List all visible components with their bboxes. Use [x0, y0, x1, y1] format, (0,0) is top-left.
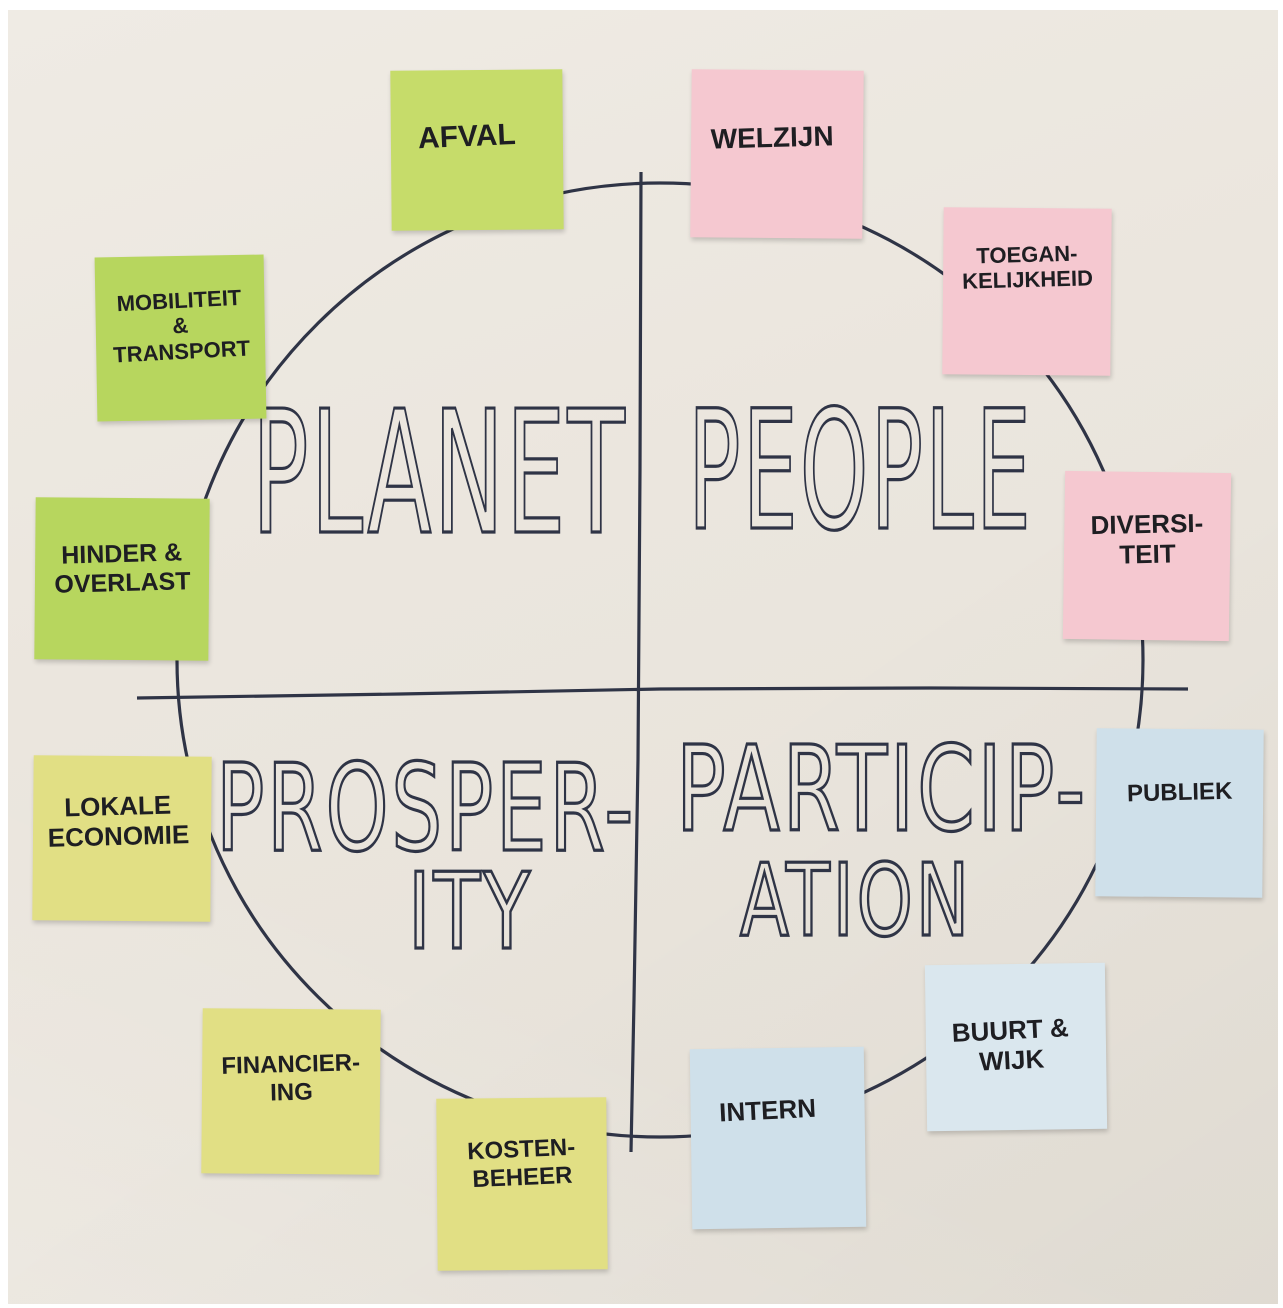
label-participation-line2: ATION — [740, 842, 972, 959]
note-intern-text: INTERN — [718, 1092, 817, 1128]
sticky-note-intern: INTERN — [689, 1046, 867, 1230]
sticky-note-mobiliteit: MOBILITEIT & TRANSPORT — [94, 254, 267, 422]
label-people: PEOPLE — [688, 375, 1033, 567]
vertical-divider — [629, 171, 643, 1153]
label-prosperity-line2: ITY — [408, 851, 533, 973]
note-financiering-text: FINANCIER- ING — [221, 1049, 361, 1107]
sticky-note-buurt: BUURT & WIJK — [924, 962, 1108, 1132]
sticky-note-financiering: FINANCIER- ING — [201, 1008, 381, 1175]
sticky-note-kostenbeheer: KOSTEN- BEHEER — [436, 1097, 608, 1271]
note-welzijn-text: WELZIJN — [710, 120, 834, 155]
note-afval-text: AFVAL — [417, 117, 517, 156]
label-prosperity-line1: PROSPER- — [216, 740, 636, 879]
sticky-note-diversiteit: DIVERSI- TEIT — [1062, 470, 1232, 642]
label-participation-line1: PARTICIP- — [676, 720, 1088, 858]
label-planet: PLANET — [252, 375, 627, 573]
sticky-note-hinder: HINDER & OVERLAST — [34, 497, 210, 661]
sticky-note-publiek: PUBLIEK — [1095, 728, 1264, 898]
note-kostenbeheer-text: KOSTEN- BEHEER — [466, 1133, 576, 1193]
note-toegankelijkheid-text: TOEGAN- KELIJKHEID — [961, 240, 1094, 295]
sticky-note-afval: AFVAL — [390, 69, 564, 231]
note-diversiteit-text: DIVERSI- TEIT — [1090, 507, 1204, 570]
note-hinder-text: HINDER & OVERLAST — [54, 538, 191, 599]
note-mobiliteit-text: MOBILITEIT & TRANSPORT — [112, 284, 251, 368]
sticky-note-welzijn: WELZIJN — [690, 69, 864, 239]
sticky-note-lokale: LOKALE ECONOMIE — [32, 755, 212, 922]
sticky-note-toegankelijkheid: TOEGAN- KELIJKHEID — [942, 207, 1112, 376]
note-publiek-text: PUBLIEK — [1126, 777, 1233, 808]
note-lokale-text: LOKALE ECONOMIE — [47, 789, 190, 853]
horizontal-divider — [136, 686, 1189, 700]
note-buurt-text: BUURT & WIJK — [951, 1012, 1070, 1077]
